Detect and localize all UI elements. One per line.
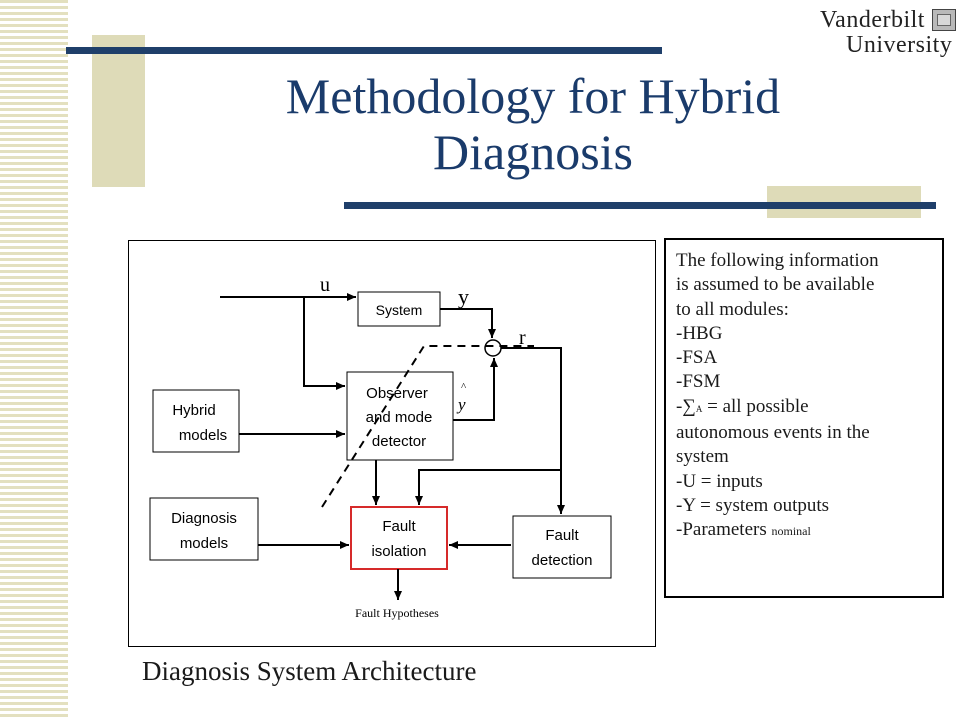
logo-line-2: University	[846, 32, 953, 58]
logo-line-1: Vanderbilt	[820, 7, 925, 33]
sigma-subscript: A	[695, 403, 703, 414]
observer-label-line-2: and mode	[366, 409, 433, 426]
residual-to-detection-arrow	[501, 347, 565, 514]
observer-label-line-3: detector	[372, 433, 426, 450]
decorative-square-top	[92, 35, 145, 187]
params-main: -Parameters	[676, 519, 767, 541]
system-label: System	[376, 302, 423, 318]
fault-hypotheses-label: Fault Hypotheses	[355, 606, 439, 620]
slide-title: Methodology for Hybrid Diagnosis	[285, 68, 781, 180]
hybrid-label-line-2: models	[179, 427, 227, 444]
info-sigma-cont-1: autonomous events in the	[676, 422, 870, 444]
dashed-boundary-line	[321, 345, 534, 508]
hybrid-label-line-1: Hybrid	[172, 402, 215, 419]
info-sigma-cont-2: system	[676, 446, 729, 468]
fault-isolation-line-1: Fault	[382, 518, 416, 535]
info-intro-line-2: is assumed to be available	[676, 274, 875, 296]
y-hat-label: y	[456, 395, 466, 414]
info-item-fsm: -FSM	[676, 371, 721, 393]
info-item-hbg: -HBG	[676, 322, 723, 344]
info-item-params: -Parameters nominal	[676, 518, 942, 543]
crest-icon	[932, 9, 956, 31]
fault-isolation-line-2: isolation	[371, 543, 426, 560]
y-hat-mark: ^	[461, 381, 467, 393]
diagram-caption: Diagnosis System Architecture	[142, 656, 477, 686]
university-logo: Vanderbilt University	[818, 5, 958, 63]
residual-to-isolation-arrow	[415, 469, 561, 505]
fault-detection-line-2: detection	[532, 552, 593, 569]
params-subscript: nominal	[771, 524, 811, 539]
summing-junction	[484, 339, 502, 357]
yhat-to-sum-arrow	[453, 358, 498, 421]
info-item-fsa: -FSA	[676, 347, 718, 369]
signal-r-label: r	[519, 327, 526, 349]
info-item-y: -Y = system outputs	[676, 494, 830, 516]
title-rule-top	[66, 47, 662, 54]
sigma-symbol: ∑	[682, 395, 696, 417]
info-intro-line-1: The following information	[676, 250, 879, 271]
sigma-prefix: -	[676, 395, 683, 417]
fault-detection-box	[512, 515, 612, 579]
info-item-sigma: -∑A = all possible	[676, 395, 942, 421]
diagnosis-models-line-1: Diagnosis	[171, 510, 237, 527]
info-item-u: -U = inputs	[676, 470, 763, 492]
info-intro-line-3: to all modules:	[676, 298, 789, 320]
y-to-sum-arrow	[440, 308, 496, 338]
observer-label-line-1: Observer	[366, 385, 428, 402]
sigma-rest: = all possible	[702, 395, 809, 417]
title-rule-bottom	[344, 202, 936, 209]
diagnosis-models-line-2: models	[180, 535, 228, 552]
diagnosis-models-box	[149, 497, 259, 561]
diagram-frame	[128, 240, 656, 647]
u-to-observer-arrow	[303, 297, 345, 390]
signal-y-label: y	[458, 284, 469, 309]
left-stripe-decoration	[0, 0, 68, 720]
info-panel: The following information is assumed to …	[664, 238, 944, 598]
observer-box	[346, 371, 454, 461]
signal-u-label: u	[320, 274, 330, 296]
hybrid-models-box	[152, 389, 240, 453]
fault-detection-line-1: Fault	[545, 527, 579, 544]
